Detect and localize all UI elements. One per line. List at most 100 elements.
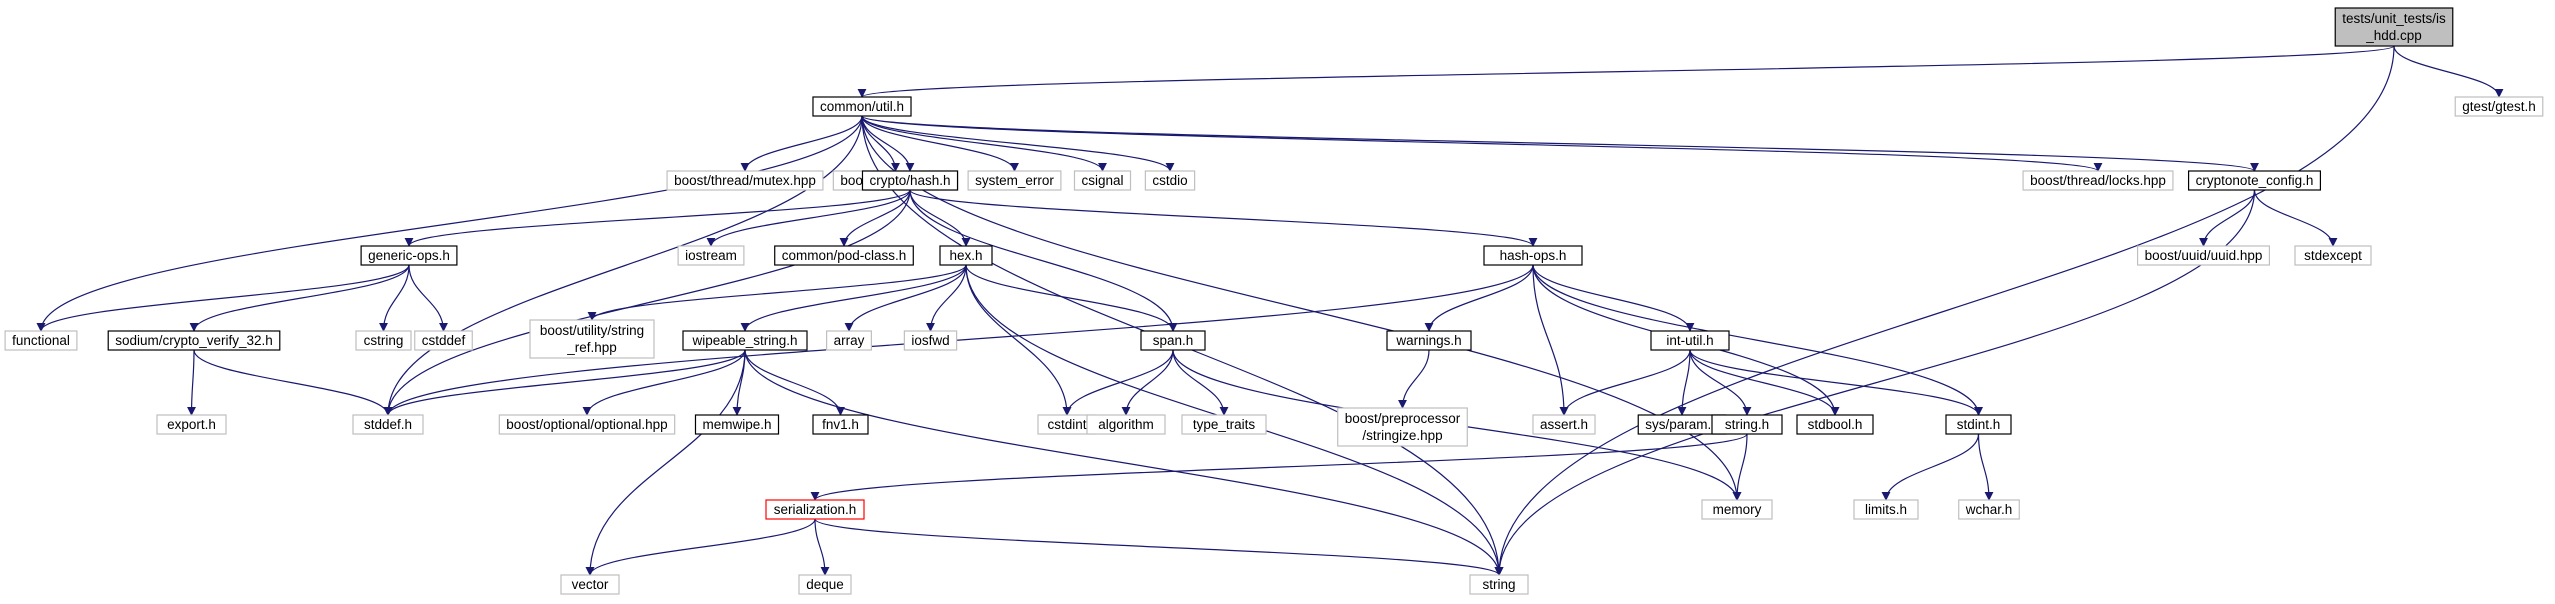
node-hash-ops[interactable]: hash-ops.h bbox=[1483, 245, 1583, 266]
edge-serialization-to-vector bbox=[585, 518, 816, 576]
edge-int_util-to-sys_param bbox=[1677, 349, 1691, 416]
node-fnv1[interactable]: fnv1.h bbox=[812, 414, 869, 435]
edge-serialization-to-deque bbox=[814, 518, 830, 576]
node-boost-opt-opt: boost/optional/optional.hpp bbox=[498, 414, 676, 435]
node-box bbox=[765, 499, 865, 520]
node-memwipe[interactable]: memwipe.h bbox=[694, 414, 780, 435]
node-sodium[interactable]: sodium/crypto_verify_32.h bbox=[107, 330, 281, 351]
edge-common_util-to-boost_optional bbox=[861, 115, 900, 172]
node-label: algorithm bbox=[1098, 417, 1154, 432]
node-label: _hdd.cpp bbox=[2365, 28, 2422, 43]
edge-root-to-string bbox=[1494, 45, 2395, 576]
node-box bbox=[812, 414, 869, 435]
node-label: wipeable_string.h bbox=[691, 333, 797, 348]
node-box bbox=[1796, 414, 1874, 435]
node-label: cstdint bbox=[1047, 417, 1086, 432]
edge-sodium-to-export bbox=[187, 349, 197, 416]
node-box bbox=[1469, 574, 1529, 595]
node-label: iosfwd bbox=[911, 333, 949, 348]
node-label: csignal bbox=[1081, 173, 1123, 188]
edge-hex-to-cstdint bbox=[965, 264, 1072, 416]
node-box bbox=[352, 414, 424, 435]
node-label: stdexcept bbox=[2304, 248, 2362, 263]
edge-warnings-to-stringize bbox=[1398, 349, 1430, 409]
node-box bbox=[682, 330, 808, 351]
node-root[interactable]: tests/unit_tests/is _hdd.cpp bbox=[2334, 7, 2454, 47]
edge-hex-to-array bbox=[844, 264, 967, 332]
node-box bbox=[1086, 414, 1166, 435]
node-crypto-hash[interactable]: crypto/hash.h bbox=[861, 170, 959, 191]
nodes: tests/unit_tests/is _hdd.cpp common/util.h… bbox=[4, 7, 2544, 595]
edge-generic_ops-to-functional bbox=[36, 264, 410, 332]
edge-common_util-to-functional bbox=[36, 115, 863, 332]
edge-common_util-to-crypto_hash bbox=[861, 115, 915, 172]
node-box bbox=[1386, 330, 1472, 351]
node-box bbox=[798, 574, 852, 595]
node-label: sys/param.h bbox=[1645, 417, 1719, 432]
edge-string_h-to-memory bbox=[1732, 433, 1748, 501]
edge-crypto_hash-to-pod_class bbox=[839, 189, 911, 247]
node-warnings[interactable]: warnings.h bbox=[1386, 330, 1472, 351]
node-box bbox=[1711, 414, 1783, 435]
node-label: int-util.h bbox=[1666, 333, 1713, 348]
node-label: boost/thread/mutex.hpp bbox=[674, 173, 816, 188]
node-span[interactable]: span.h bbox=[1140, 330, 1206, 351]
edge-span-to-algorithm bbox=[1121, 349, 1174, 416]
node-cstddef: cstddef bbox=[414, 330, 473, 351]
edge-hash_ops-to-stdint bbox=[1532, 264, 1983, 416]
node-hex[interactable]: hex.h bbox=[939, 245, 993, 266]
node-int-util[interactable]: int-util.h bbox=[1650, 330, 1730, 351]
node-csignal: csignal bbox=[1073, 170, 1132, 191]
node-label: tests/unit_tests/is bbox=[2342, 11, 2446, 26]
edge-generic_ops-to-cstring bbox=[379, 264, 410, 332]
node-label: boost/preprocessor bbox=[1345, 411, 1461, 426]
node-label: cstdio bbox=[1152, 173, 1187, 188]
node-stdbool[interactable]: stdbool.h bbox=[1796, 414, 1874, 435]
node-generic-ops[interactable]: generic-ops.h bbox=[360, 245, 458, 266]
edge-generic_ops-to-cstddef bbox=[408, 264, 448, 332]
node-label: memory bbox=[1713, 502, 1762, 517]
node-common-util[interactable]: common/util.h bbox=[812, 96, 912, 117]
node-label: stdint.h bbox=[1957, 417, 2001, 432]
node-label: generic-ops.h bbox=[368, 248, 450, 263]
node-cstring: cstring bbox=[355, 330, 412, 351]
node-label: boost/utility/string bbox=[540, 323, 644, 338]
node-label: wchar.h bbox=[1965, 502, 2013, 517]
node-box bbox=[1853, 499, 1919, 520]
node-box bbox=[1650, 330, 1730, 351]
node-box bbox=[2454, 96, 2544, 117]
node-box bbox=[414, 330, 473, 351]
node-stdint[interactable]: stdint.h bbox=[1945, 414, 2012, 435]
node-iostream: iostream bbox=[677, 245, 745, 266]
edge-cryptonote_config-to-boost_uuid bbox=[2199, 189, 2256, 247]
node-pod-class[interactable]: common/pod-class.h bbox=[774, 245, 914, 266]
node-cryptonote-config[interactable]: cryptonote_config.h bbox=[2187, 170, 2322, 191]
node-box bbox=[360, 245, 458, 266]
node-box bbox=[2022, 170, 2174, 191]
node-label: warnings.h bbox=[1395, 333, 1461, 348]
edge-hex-to-wipeable_string bbox=[740, 264, 967, 332]
edge-hash_ops-to-stddef bbox=[383, 264, 1534, 416]
node-box bbox=[2136, 245, 2271, 266]
edge-common_util-to-boost_mutex bbox=[740, 115, 863, 172]
edge-common_util-to-stddef bbox=[383, 115, 863, 416]
node-label: memwipe.h bbox=[702, 417, 771, 432]
node-wipeable-string[interactable]: wipeable_string.h bbox=[682, 330, 808, 351]
node-box bbox=[1144, 170, 1196, 191]
node-box bbox=[4, 330, 78, 351]
edge-stdint-to-wchar bbox=[1977, 433, 1994, 501]
node-label: serialization.h bbox=[774, 502, 857, 517]
edge-int_util-to-stdint bbox=[1689, 349, 1983, 416]
node-stdexcept: stdexcept bbox=[2294, 245, 2372, 266]
node-serialization[interactable]: serialization.h bbox=[765, 499, 865, 520]
edge-common_util-to-cryptonote_config bbox=[861, 115, 2259, 172]
edge-wipeable_string-to-stddef bbox=[383, 349, 746, 416]
node-system-error: system_error bbox=[967, 170, 1062, 191]
node-label: /stringize.hpp bbox=[1362, 428, 1442, 443]
node-array: array bbox=[826, 330, 872, 351]
node-string-h[interactable]: string.h bbox=[1711, 414, 1783, 435]
edge-hash_ops-to-warnings bbox=[1424, 264, 1534, 332]
node-label: assert.h bbox=[1540, 417, 1588, 432]
node-stringize: boost/preprocessor/stringize.hpp bbox=[1337, 407, 1468, 447]
node-label: boost/thread/locks.hpp bbox=[2030, 173, 2166, 188]
